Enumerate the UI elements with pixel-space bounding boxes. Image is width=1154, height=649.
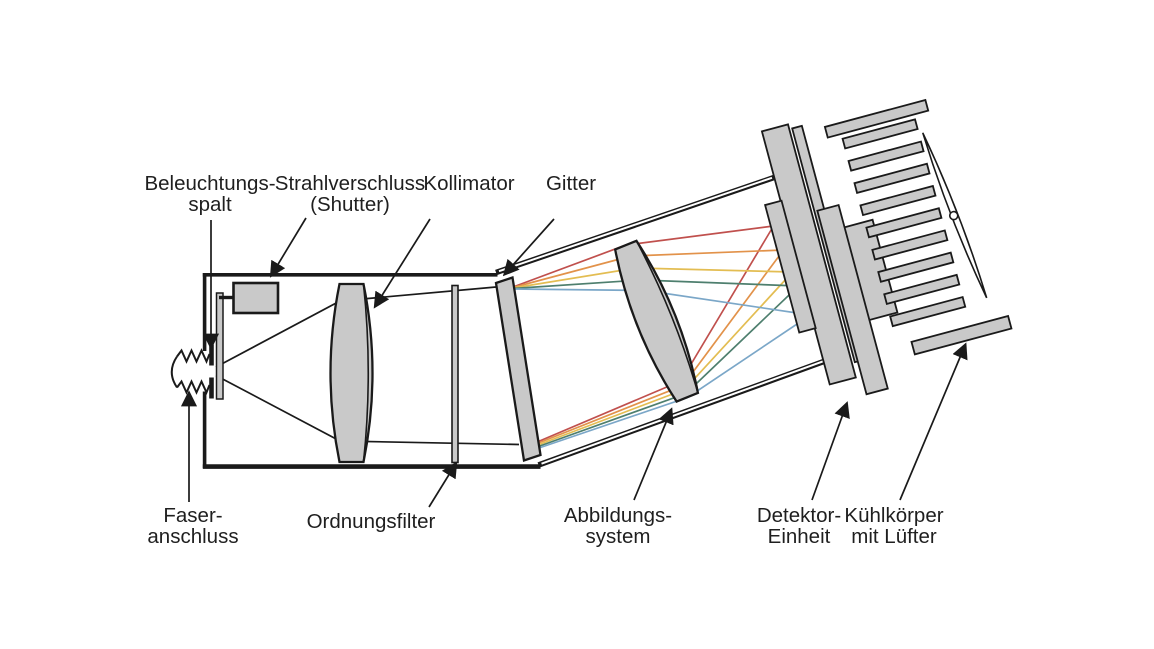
label-leaders xyxy=(180,217,968,508)
label-shutter-1: Strahlverschluss xyxy=(275,172,425,195)
housing-top-tilted-gap xyxy=(498,176,773,273)
collimator-lens-doublet-line xyxy=(362,283,370,463)
fan-hub xyxy=(948,210,959,221)
fiber-thread-bottom xyxy=(176,379,211,396)
label-detector-2: Einheit xyxy=(768,525,831,548)
leader-order-filter xyxy=(428,461,458,508)
label-detector-1: Detektor- xyxy=(757,504,841,527)
label-grating: Gitter xyxy=(546,172,596,195)
label-heatsink-1: Kühlkörper xyxy=(844,504,943,527)
detector-chip xyxy=(763,199,817,334)
label-order-filter: Ordnungsfilter xyxy=(307,510,436,533)
grating-plate xyxy=(494,275,542,463)
heatsink-fins xyxy=(823,98,1013,356)
shutter-box xyxy=(232,281,280,315)
entrance-slit-assembly xyxy=(209,281,280,400)
label-fiber-2: anschluss xyxy=(147,525,238,548)
fiber-thread-top xyxy=(176,348,211,365)
heatsink-fin xyxy=(877,251,955,283)
leader-collimator xyxy=(373,218,431,309)
leader-shutter xyxy=(269,217,307,278)
spectrometer-housing xyxy=(202,174,844,469)
collimator-lens xyxy=(329,282,374,464)
heatsink-fin-bottom xyxy=(910,314,1013,356)
imaging-lens-body xyxy=(613,239,700,403)
label-collimator: Kollimator xyxy=(423,172,514,195)
heatsink-fin-top xyxy=(823,98,930,139)
label-imaging-1: Abbildungs- xyxy=(564,504,672,527)
heatsink-fin xyxy=(865,207,943,239)
label-fiber-1: Faser- xyxy=(163,504,222,527)
order-filter-plate xyxy=(451,284,459,464)
heatsink-fin xyxy=(871,229,949,261)
leader-heatsink xyxy=(899,342,968,501)
heatsink-fin xyxy=(889,295,967,328)
heatsink-fin xyxy=(853,162,931,194)
label-shutter-2: (Shutter) xyxy=(310,193,390,216)
labels: Beleuchtungs- spalt Strahlverschluss (Sh… xyxy=(144,172,943,548)
fiber-connector xyxy=(170,348,211,396)
fan xyxy=(922,132,988,299)
imaging-lens xyxy=(613,239,700,403)
heatsink-fin xyxy=(859,184,937,217)
slit-mount-plate xyxy=(215,292,224,400)
imaging-lens-doublet-line xyxy=(635,240,699,394)
detector-board xyxy=(816,203,889,396)
heatsink-fin xyxy=(847,140,925,172)
leader-detector-unit xyxy=(811,401,850,501)
leader-grating xyxy=(502,218,555,277)
housing-bottom-tilted-gap xyxy=(541,353,842,465)
heatsink-fin xyxy=(841,118,919,150)
detector-assembly xyxy=(760,98,1013,396)
heatsink-fin xyxy=(883,273,961,306)
label-heatsink-2: mit Lüfter xyxy=(851,525,937,548)
label-illumination-slit-2: spalt xyxy=(188,193,232,216)
leader-imaging-system xyxy=(633,407,674,501)
fiber-head xyxy=(170,355,178,389)
label-illumination-slit-1: Beleuchtungs- xyxy=(144,172,275,195)
label-imaging-2: system xyxy=(586,525,651,548)
